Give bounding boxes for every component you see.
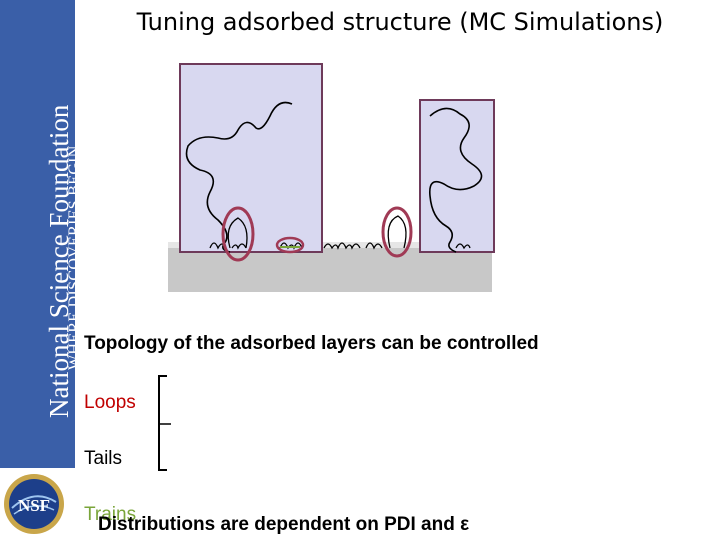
train-marker bbox=[275, 236, 305, 254]
nsf-logo: NSF bbox=[4, 474, 64, 534]
polymer-adsorption-diagram bbox=[168, 63, 495, 292]
logo-globe bbox=[9, 479, 59, 529]
label-tails: Tails bbox=[84, 448, 123, 469]
train-segments bbox=[209, 242, 471, 250]
label-trains: Trains bbox=[84, 504, 137, 525]
tail-box-right bbox=[419, 99, 495, 253]
sidebar: National Science Foundation WHERE DISCOV… bbox=[0, 0, 83, 468]
org-tagline: WHERE DISCOVERIES BEGIN bbox=[66, 145, 83, 370]
tail-chain-right bbox=[428, 107, 483, 253]
logo-text: NSF bbox=[18, 496, 50, 515]
grouping-bracket bbox=[158, 375, 171, 471]
distributions-statement: Distributions are dependent on PDI and ε bbox=[98, 514, 470, 535]
loop-marker-left bbox=[221, 206, 255, 262]
label-loops: Loops bbox=[84, 392, 136, 413]
loop-marker-right bbox=[381, 206, 413, 258]
topology-statement: Topology of the adsorbed layers can be c… bbox=[84, 333, 539, 354]
slide-title: Tuning adsorbed structure (MC Simulation… bbox=[136, 8, 664, 36]
